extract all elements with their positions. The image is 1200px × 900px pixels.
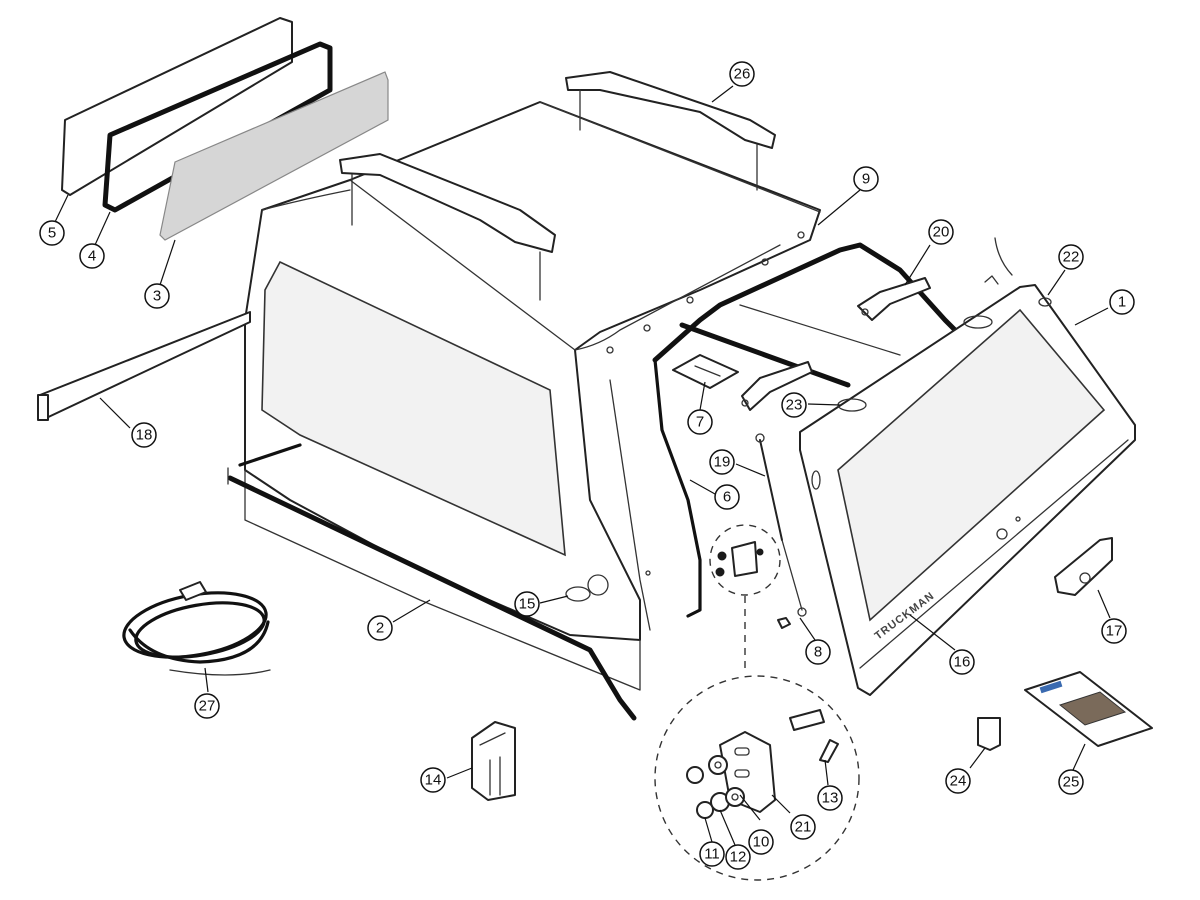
callout-label: 2: [376, 620, 384, 637]
rear-cross-bar: [679, 304, 901, 388]
callout-11: 11: [699, 841, 725, 867]
side-window-seal: [102, 41, 333, 213]
callout-12: 12: [725, 844, 751, 870]
callout-label: 10: [753, 834, 770, 851]
callout-label: 15: [519, 596, 536, 613]
callout-label: 8: [814, 644, 822, 661]
callout-label: 27: [199, 698, 216, 715]
callout-label: 13: [822, 790, 839, 807]
callout-label: 20: [933, 224, 950, 241]
callout-16: 16: [949, 649, 975, 675]
callout-20: 20: [928, 219, 954, 245]
canopy-body: [244, 101, 821, 691]
callout-3: 3: [144, 283, 170, 309]
callout-13: 13: [817, 785, 843, 811]
gas-strut: [755, 433, 807, 617]
callout-22: 22: [1058, 244, 1084, 270]
nut-upper: [686, 766, 704, 784]
callout-label: 11: [704, 846, 720, 863]
callout-8: 8: [805, 639, 831, 665]
callout-27: 27: [194, 693, 220, 719]
hinge-plate: [672, 354, 739, 389]
callout-5: 5: [39, 220, 65, 246]
callout-19: 19: [709, 449, 735, 475]
callout-25: 25: [1058, 769, 1084, 795]
callout-label: 25: [1063, 774, 1080, 791]
callout-label: 5: [48, 225, 56, 242]
callout-label: 24: [950, 773, 967, 790]
callout-10: 10: [748, 829, 774, 855]
leader-lines: [54, 85, 1111, 846]
callout-7: 7: [687, 409, 713, 435]
callout-17: 17: [1101, 618, 1127, 644]
callout-label: 9: [862, 171, 870, 188]
clip-bracket: [471, 721, 516, 801]
callout-label: 26: [734, 66, 751, 83]
callout-18: 18: [131, 422, 157, 448]
callout-23: 23: [781, 392, 807, 418]
callout-label: 1: [1118, 294, 1126, 311]
instruction-manual: [1024, 671, 1153, 747]
bottom-seal: [227, 443, 637, 721]
callout-21: 21: [790, 814, 816, 840]
end-cap: [977, 717, 1001, 751]
callout-2: 2: [367, 615, 393, 641]
callout-14: 14: [420, 767, 446, 793]
wiring-harness: [122, 581, 271, 676]
callout-label: 17: [1106, 623, 1123, 640]
hinge-bracket-lower: [741, 361, 813, 411]
callout-label: 14: [425, 772, 442, 789]
callout-4: 4: [79, 243, 105, 269]
callout-15: 15: [514, 591, 540, 617]
callout-label: 21: [795, 819, 812, 836]
callout-label: 3: [153, 288, 161, 305]
callout-label: 4: [88, 248, 96, 265]
side-window: [261, 260, 566, 557]
side-rail: [37, 311, 251, 421]
tailgate-glass: [837, 308, 1106, 622]
bolt-lower: [819, 739, 839, 763]
callout-9: 9: [853, 166, 879, 192]
callout-label: 16: [954, 654, 971, 671]
callout-label: 22: [1063, 249, 1080, 266]
washer-upper: [708, 755, 728, 775]
rear-frame-seal: [609, 242, 958, 631]
callout-label: 23: [786, 397, 803, 414]
callout-26: 26: [729, 61, 755, 87]
roof-rail-front: [339, 153, 556, 301]
hardware-detail: [654, 675, 860, 881]
callout-24: 24: [945, 768, 971, 794]
callout-label: 19: [714, 454, 731, 471]
callout-label: 12: [730, 849, 747, 866]
rear-handle: [1054, 537, 1113, 596]
tailgate: TRUCKMAN: [799, 237, 1136, 696]
hinge-bracket-upper: [857, 277, 931, 321]
callout-1: 1: [1109, 289, 1135, 315]
callout-label: 6: [723, 489, 731, 506]
side-window-tinted: [159, 71, 389, 241]
callout-label: 18: [136, 427, 153, 444]
roof-rail-rear: [565, 71, 776, 191]
washer-flat: [725, 787, 745, 807]
callout-6: 6: [714, 484, 740, 510]
body-grommet-ring: [587, 574, 609, 596]
body-grommet: [565, 586, 591, 602]
bracket-detail-small: [709, 524, 781, 668]
bolt-upper: [789, 709, 825, 731]
strut-bolt: [777, 617, 791, 629]
callout-label: 7: [696, 414, 704, 431]
